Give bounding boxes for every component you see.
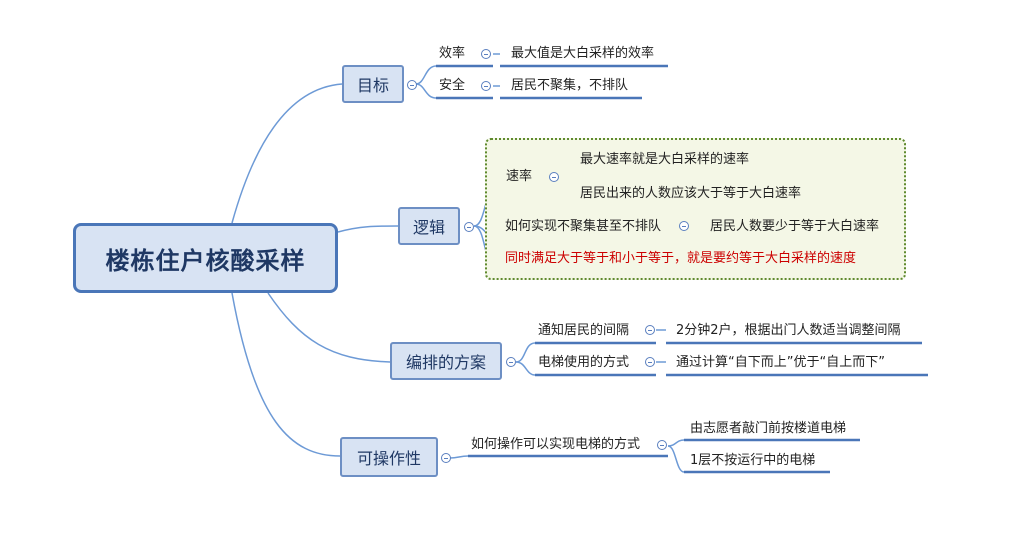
goal-safety-label[interactable]: 安全 (439, 78, 466, 93)
feasibility-answer-2[interactable]: 1层不按运行中的电梯 (690, 453, 816, 468)
logic-speed-item-1[interactable]: 最大速率就是大白采样的速率 (580, 152, 750, 167)
collapse-logic-icon[interactable] (464, 222, 474, 232)
logic-conclusion[interactable]: 同时满足大于等于和小于等于，就是要约等于大白采样的速度 (505, 251, 857, 266)
logic-speed-item-2[interactable]: 居民出来的人数应该大于等于大白速率 (580, 186, 802, 201)
goal-safety-detail[interactable]: 居民不聚集，不排队 (511, 78, 629, 93)
plan-elevator-detail[interactable]: 通过计算“自下而上”优于“自上而下” (676, 355, 885, 370)
branch-plan[interactable]: 编排的方案 (390, 342, 502, 380)
logic-speed-label[interactable]: 速率 (506, 169, 533, 184)
branch-goal[interactable]: 目标 (342, 65, 404, 103)
plan-interval-detail[interactable]: 2分钟2户，根据出门人数适当调整间隔 (676, 323, 901, 338)
logic-how-detail[interactable]: 居民人数要少于等于大白速率 (710, 219, 880, 234)
collapse-goal-icon[interactable] (407, 80, 417, 90)
plan-interval-label[interactable]: 通知居民的间隔 (538, 323, 630, 338)
branch-logic[interactable]: 逻辑 (398, 207, 460, 245)
collapse-elevator-icon[interactable] (645, 357, 655, 367)
collapse-speed-icon[interactable] (549, 172, 559, 182)
collapse-plan-icon[interactable] (506, 357, 516, 367)
collapse-efficiency-icon[interactable] (481, 49, 491, 59)
collapse-question-icon[interactable] (657, 440, 667, 450)
logic-summary-boundary (485, 138, 906, 280)
branch-feasibility[interactable]: 可操作性 (340, 437, 438, 477)
feasibility-answer-1[interactable]: 由志愿者敲门前按楼道电梯 (690, 421, 847, 436)
feasibility-question[interactable]: 如何操作可以实现电梯的方式 (471, 437, 641, 452)
plan-elevator-label[interactable]: 电梯使用的方式 (538, 355, 630, 370)
collapse-feasibility-icon[interactable] (441, 453, 451, 463)
root-topic[interactable]: 楼栋住户核酸采样 (73, 223, 338, 293)
collapse-safety-icon[interactable] (481, 81, 491, 91)
logic-how-label[interactable]: 如何实现不聚集甚至不排队 (505, 219, 662, 234)
goal-efficiency-detail[interactable]: 最大值是大白采样的效率 (511, 46, 655, 61)
collapse-how-icon[interactable] (679, 221, 689, 231)
collapse-interval-icon[interactable] (645, 325, 655, 335)
goal-efficiency-label[interactable]: 效率 (439, 46, 466, 61)
